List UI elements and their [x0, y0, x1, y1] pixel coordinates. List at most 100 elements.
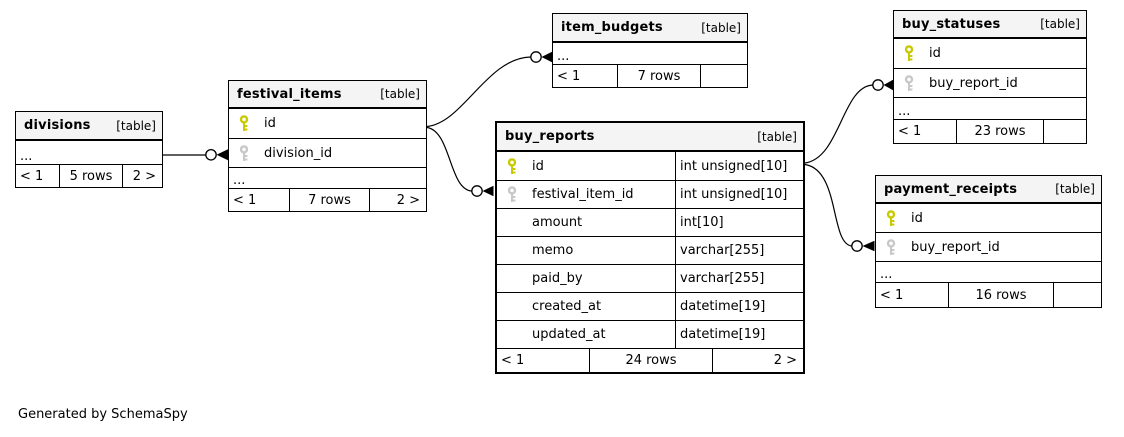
row-count: 24 rows [589, 349, 712, 372]
table-name[interactable]: buy_statuses [902, 16, 1001, 32]
pager-next[interactable]: 2 > [369, 189, 426, 211]
table-name[interactable]: divisions [24, 118, 91, 133]
odot-marker [530, 51, 542, 63]
table-payment-receipts[interactable]: payment_receipts [table] id buy_report_i… [875, 175, 1102, 308]
crow-arrow-icon [541, 51, 552, 63]
odot-marker [471, 185, 483, 197]
row-count: 7 rows [617, 65, 700, 87]
column-row: festival_item_id int unsigned[10] [497, 180, 803, 208]
crow-arrow-icon [482, 185, 494, 197]
primary-key-icon [239, 115, 250, 132]
generated-by-note: Generated by SchemaSpy [18, 407, 188, 422]
odot-marker [872, 79, 884, 91]
column-type: datetime[19] [675, 293, 803, 320]
crow-arrow-icon [883, 79, 893, 91]
column-name: id [911, 210, 923, 226]
connector-buy-reports-buy-statuses [804, 84, 873, 164]
column-row: id [876, 203, 1101, 232]
pager-prev[interactable]: < 1 [880, 287, 904, 303]
pager-next[interactable] [1053, 283, 1101, 307]
column-type: varchar[255] [675, 237, 803, 264]
table-buy-reports[interactable]: buy_reports [table] id int unsigned[10] … [495, 121, 805, 374]
table-type-label: [table] [380, 87, 420, 101]
columns-ellipsis: ... [894, 97, 1086, 119]
column-type: datetime[19] [675, 321, 803, 348]
foreign-key-icon [886, 238, 897, 256]
pager-prev[interactable]: < 1 [20, 168, 44, 184]
table-header: buy_statuses [table] [894, 11, 1086, 38]
row-count: 23 rows [956, 120, 1043, 143]
table-type-label: [table] [116, 118, 156, 133]
columns-ellipsis: ... [229, 167, 426, 188]
column-name: memo [532, 243, 574, 258]
crow-arrow-icon [862, 240, 875, 252]
column-type: int unsigned[10] [675, 181, 803, 208]
column-row: amount int[10] [497, 208, 803, 236]
foreign-key-icon [904, 74, 915, 92]
columns-ellipsis: ... [553, 42, 747, 64]
column-type: int unsigned[10] [675, 152, 803, 180]
table-item-budgets[interactable]: item_budgets [table] ... < 1 7 rows [552, 13, 748, 88]
column-row: id [894, 38, 1086, 68]
pager-next[interactable] [1043, 120, 1086, 143]
column-row: id [229, 108, 426, 138]
table-name[interactable]: item_budgets [561, 20, 663, 35]
table-buy-statuses[interactable]: buy_statuses [table] id buy_report_id ..… [893, 10, 1087, 144]
pager-prev[interactable]: < 1 [501, 353, 525, 368]
column-name: updated_at [532, 327, 606, 342]
foreign-key-icon [507, 186, 518, 203]
column-row: memo varchar[255] [497, 236, 803, 264]
primary-key-icon [886, 209, 897, 227]
table-name[interactable]: payment_receipts [884, 181, 1018, 197]
table-header: buy_reports [table] [497, 123, 803, 151]
column-row: updated_at datetime[19] [497, 320, 803, 348]
table-header: payment_receipts [table] [876, 176, 1101, 203]
table-type-label: [table] [1055, 182, 1095, 196]
column-row: created_at datetime[19] [497, 292, 803, 320]
column-name: buy_report_id [911, 239, 1000, 255]
primary-key-icon [507, 157, 518, 175]
column-name: created_at [532, 299, 602, 314]
column-row: id int unsigned[10] [497, 151, 803, 180]
table-festival-items[interactable]: festival_items [table] id division_id ..… [228, 80, 427, 212]
odot-marker [205, 148, 217, 161]
column-row: paid_by varchar[255] [497, 264, 803, 292]
column-name: id [929, 46, 941, 61]
column-type: varchar[255] [675, 265, 803, 292]
table-type-label: [table] [1040, 17, 1080, 31]
table-divisions[interactable]: divisions [table] ... < 1 5 rows 2 > [15, 111, 163, 188]
column-type: int[10] [675, 209, 803, 236]
table-name[interactable]: buy_reports [505, 129, 595, 144]
pager-next[interactable]: 2 > [712, 349, 803, 372]
pager-prev[interactable]: < 1 [233, 192, 257, 208]
pager-next[interactable]: 2 > [122, 165, 162, 187]
pager-next[interactable] [700, 65, 747, 87]
column-name: festival_item_id [532, 187, 634, 202]
column-name: id [532, 158, 544, 174]
primary-key-icon [904, 45, 915, 62]
pager-prev[interactable]: < 1 [557, 68, 581, 84]
crow-arrow-icon [216, 149, 228, 161]
connector-buy-reports-payment-receipts [804, 163, 852, 247]
row-count: 16 rows [948, 283, 1053, 307]
column-name: paid_by [532, 271, 583, 286]
table-type-label: [table] [701, 20, 741, 35]
table-name[interactable]: festival_items [237, 86, 342, 102]
table-header: divisions [table] [16, 112, 162, 140]
row-count: 7 rows [289, 189, 369, 211]
table-header: festival_items [table] [229, 81, 426, 108]
table-header: item_budgets [table] [553, 14, 747, 42]
column-row: buy_report_id [876, 232, 1101, 261]
pager-prev[interactable]: < 1 [898, 124, 922, 139]
foreign-key-icon [239, 144, 250, 162]
column-name: buy_report_id [929, 75, 1018, 91]
connector-festival-items-item-budgets [426, 56, 531, 128]
table-type-label: [table] [757, 129, 797, 144]
column-name: division_id [264, 145, 333, 161]
row-count: 5 rows [59, 165, 122, 187]
column-name: amount [532, 215, 583, 230]
odot-marker [851, 240, 863, 252]
columns-ellipsis: ... [876, 261, 1101, 282]
